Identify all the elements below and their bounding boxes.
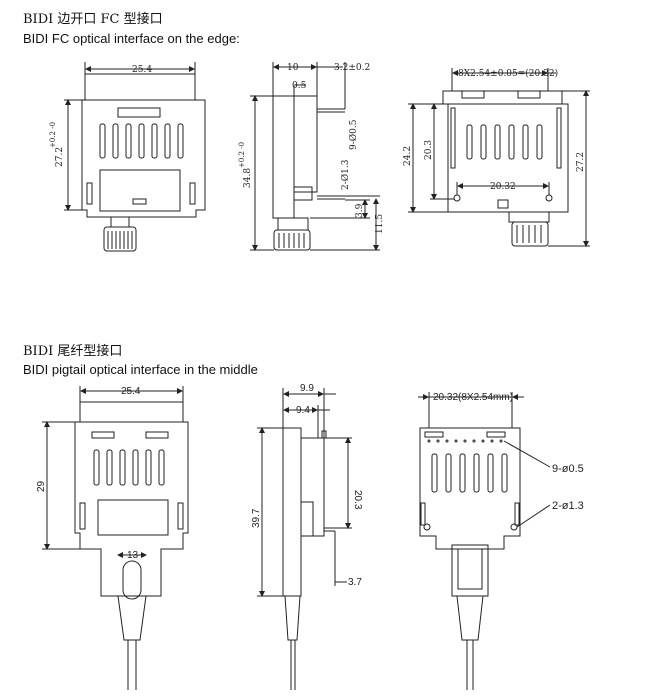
s1-side-pin-len: 3.2±0.2 [334,63,370,73]
s2-side-d5: 3.7 [348,577,362,588]
s2-side-view [257,388,352,690]
s2-front-width: 25.4 [121,386,141,397]
s2-front-fiber: 13 [127,550,139,561]
s1-back-h3: 27.2 [576,152,586,172]
s1-side-top: 10 [287,63,299,73]
s2-side-d2: 9.4 [296,405,310,416]
s1-side-hole-dia: 2-Ø1.3 [340,159,351,190]
s1-back-view [408,68,590,247]
s2-back-pins [427,439,503,443]
s1-front-height: 27.2 [55,147,65,167]
s2-back-holes-label: 2-ø1.3 [552,500,584,512]
s1-side-pin-dist: 3.9 [355,203,365,218]
s2-side-d1: 9.9 [300,383,314,394]
s2-front-vents [93,449,165,486]
section2-subtitle: BIDI pigtail optical interface in the mi… [23,362,258,377]
section1-subtitle: BIDI FC optical interface on the edge: [23,31,240,46]
s1-side-view [250,62,380,251]
section2-title: BIDI 尾纤型接口 [23,344,123,359]
s2-back-vents [431,453,508,493]
s1-front-vents [99,123,184,159]
s1-front-height-tol: +0.2 -0 [49,122,57,148]
s2-side-d4: 39.7 [251,508,262,528]
s1-side-thick: 0.5 [292,81,307,91]
s2-back-pitch: 20.32(8X2.54mm) [433,392,513,403]
s2-side-d3: 20.3 [352,490,363,510]
s2-back-view [418,392,551,690]
s1-back-w: 20.32 [490,182,516,192]
s1-back-vents [466,124,543,160]
s1-side-height-tol: +0.2 -0 [238,142,246,168]
s1-side-pin-dia: 9-Ø0.5 [348,119,359,150]
s1-side-bottom: 11.5 [375,214,385,234]
s1-back-pitch: 8X2.54±0.05=(20.32) [458,68,558,79]
s1-front-view [64,62,206,252]
s2-front-height: 29 [36,480,47,492]
section1-title: BIDI 边开口 FC 型接口 [23,12,163,27]
s2-back-pins-label: 9-ø0.5 [552,463,584,475]
s2-front-view [42,386,189,690]
s1-back-h1: 24.2 [403,146,413,166]
s1-back-h2: 20.3 [424,140,434,160]
s1-side-height: 34.8 [243,168,253,188]
s1-front-width: 25.4 [132,65,152,75]
